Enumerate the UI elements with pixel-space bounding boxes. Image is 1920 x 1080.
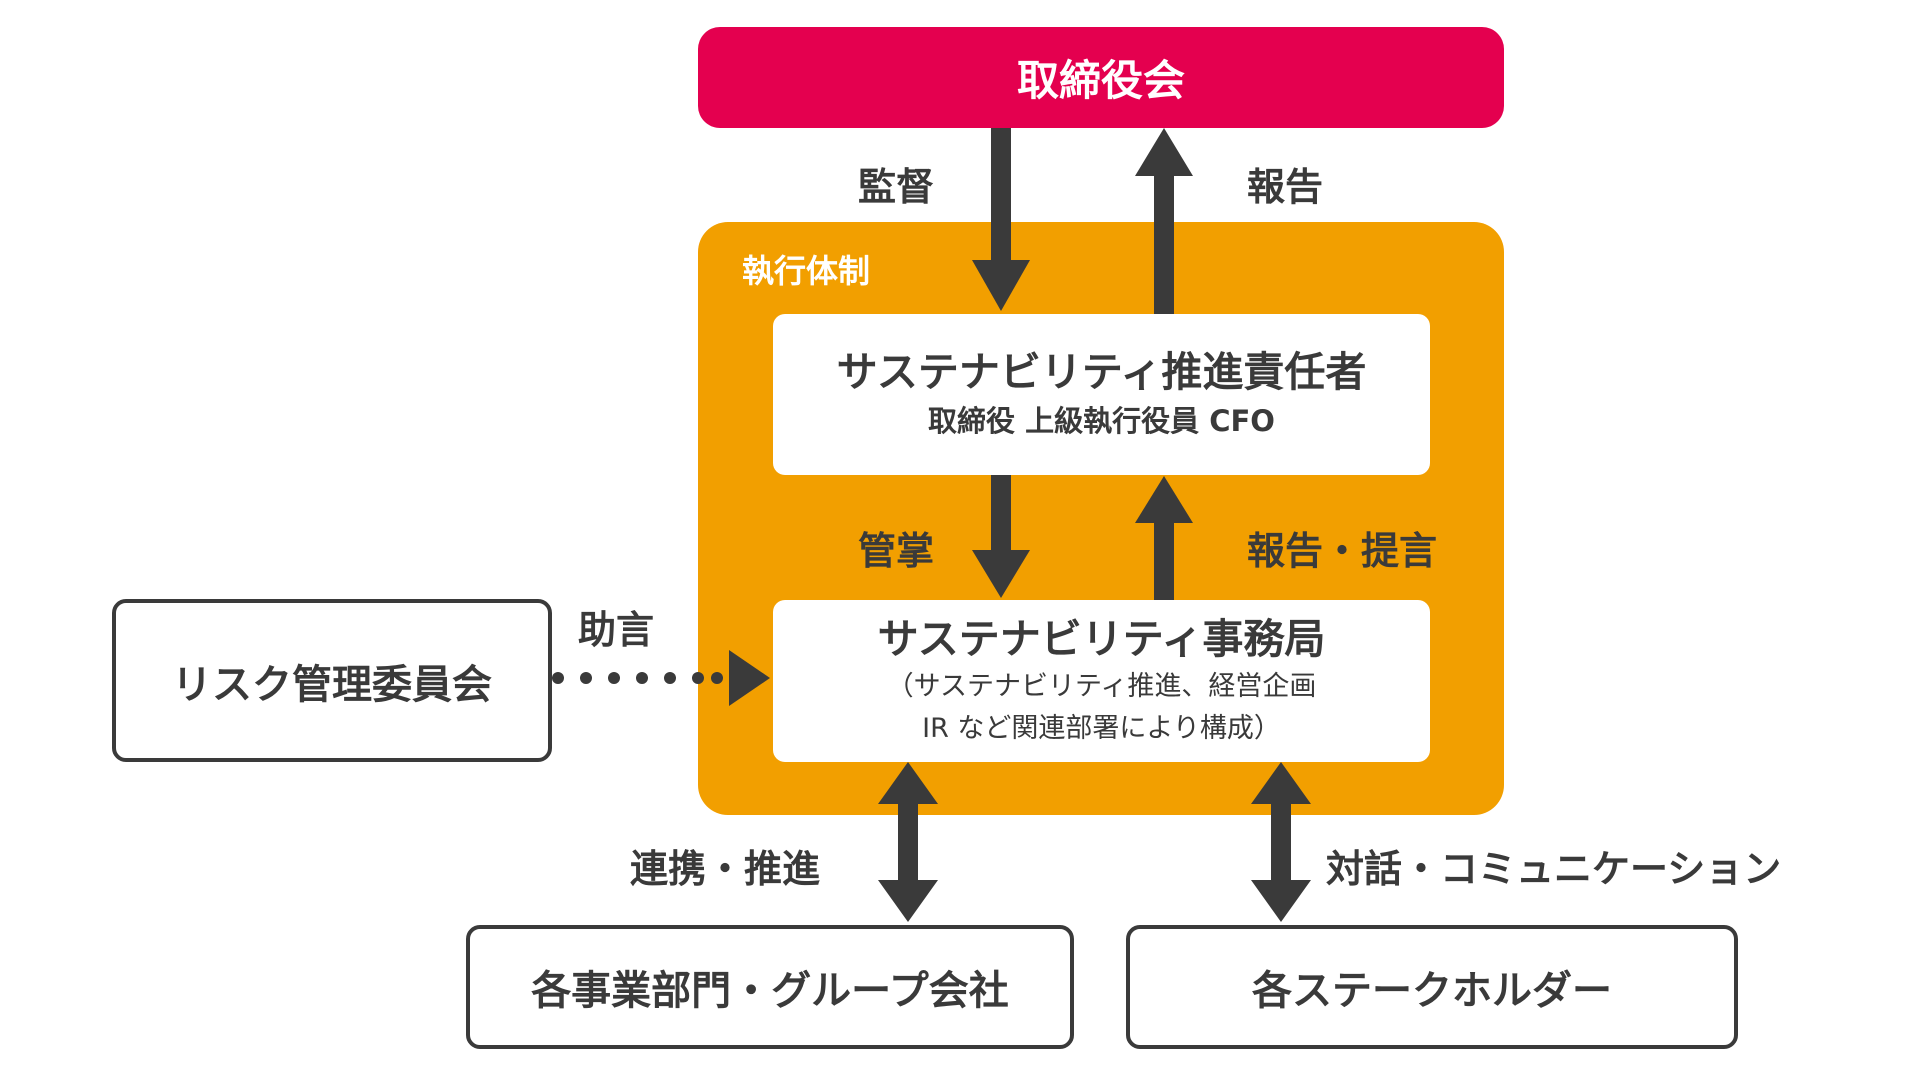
stakeholders-title: 各ステークホルダー (1252, 968, 1612, 1014)
stakeholders-box: 各ステークホルダー (1126, 925, 1738, 1049)
officer-subtitle: 取締役 上級執行役員 CFO (928, 404, 1275, 439)
supervision-label: 監督 (858, 165, 935, 209)
report-proposal-arrow (1135, 476, 1193, 600)
sustainability-officer-box: サステナビリティ推進責任者 取締役 上級執行役員 CFO (773, 314, 1430, 475)
collaboration-label: 連携・推進 (630, 847, 821, 891)
risk-committee-title: リスク管理委員会 (172, 661, 492, 708)
advice-dotted-arrow (552, 650, 770, 706)
business-divisions-box: 各事業部門・グループ会社 (466, 925, 1074, 1049)
board-title: 取締役会 (1016, 56, 1185, 105)
management-arrow (972, 475, 1030, 598)
management-label: 管掌 (858, 529, 935, 573)
secretariat-note-line-1: （サステナビリティ推進、経営企画 (886, 670, 1317, 702)
collaboration-double-arrow (878, 762, 938, 922)
business-divisions-title: 各事業部門・グループ会社 (531, 968, 1009, 1014)
report-label: 報告 (1247, 165, 1324, 209)
dialogue-double-arrow (1251, 762, 1311, 922)
secretariat-note-line-2: IR など関連部署により構成） (922, 712, 1281, 744)
secretariat-title: サステナビリティ事務局 (877, 614, 1326, 663)
sustainability-secretariat-box: サステナビリティ事務局 （サステナビリティ推進、経営企画 IR など関連部署によ… (773, 600, 1430, 762)
supervision-arrow (972, 128, 1030, 311)
risk-management-committee-box: リスク管理委員会 (112, 599, 552, 762)
dialogue-label: 対話・コミュニケーション (1326, 847, 1782, 891)
report-proposal-label: 報告・提言 (1247, 529, 1438, 573)
officer-title: サステナビリティ推進責任者 (836, 348, 1367, 397)
report-up-arrow (1135, 128, 1193, 314)
board-of-directors-box: 取締役会 (698, 27, 1504, 128)
advice-label: 助言 (578, 608, 655, 652)
execution-panel-title: 執行体制 (742, 252, 871, 290)
